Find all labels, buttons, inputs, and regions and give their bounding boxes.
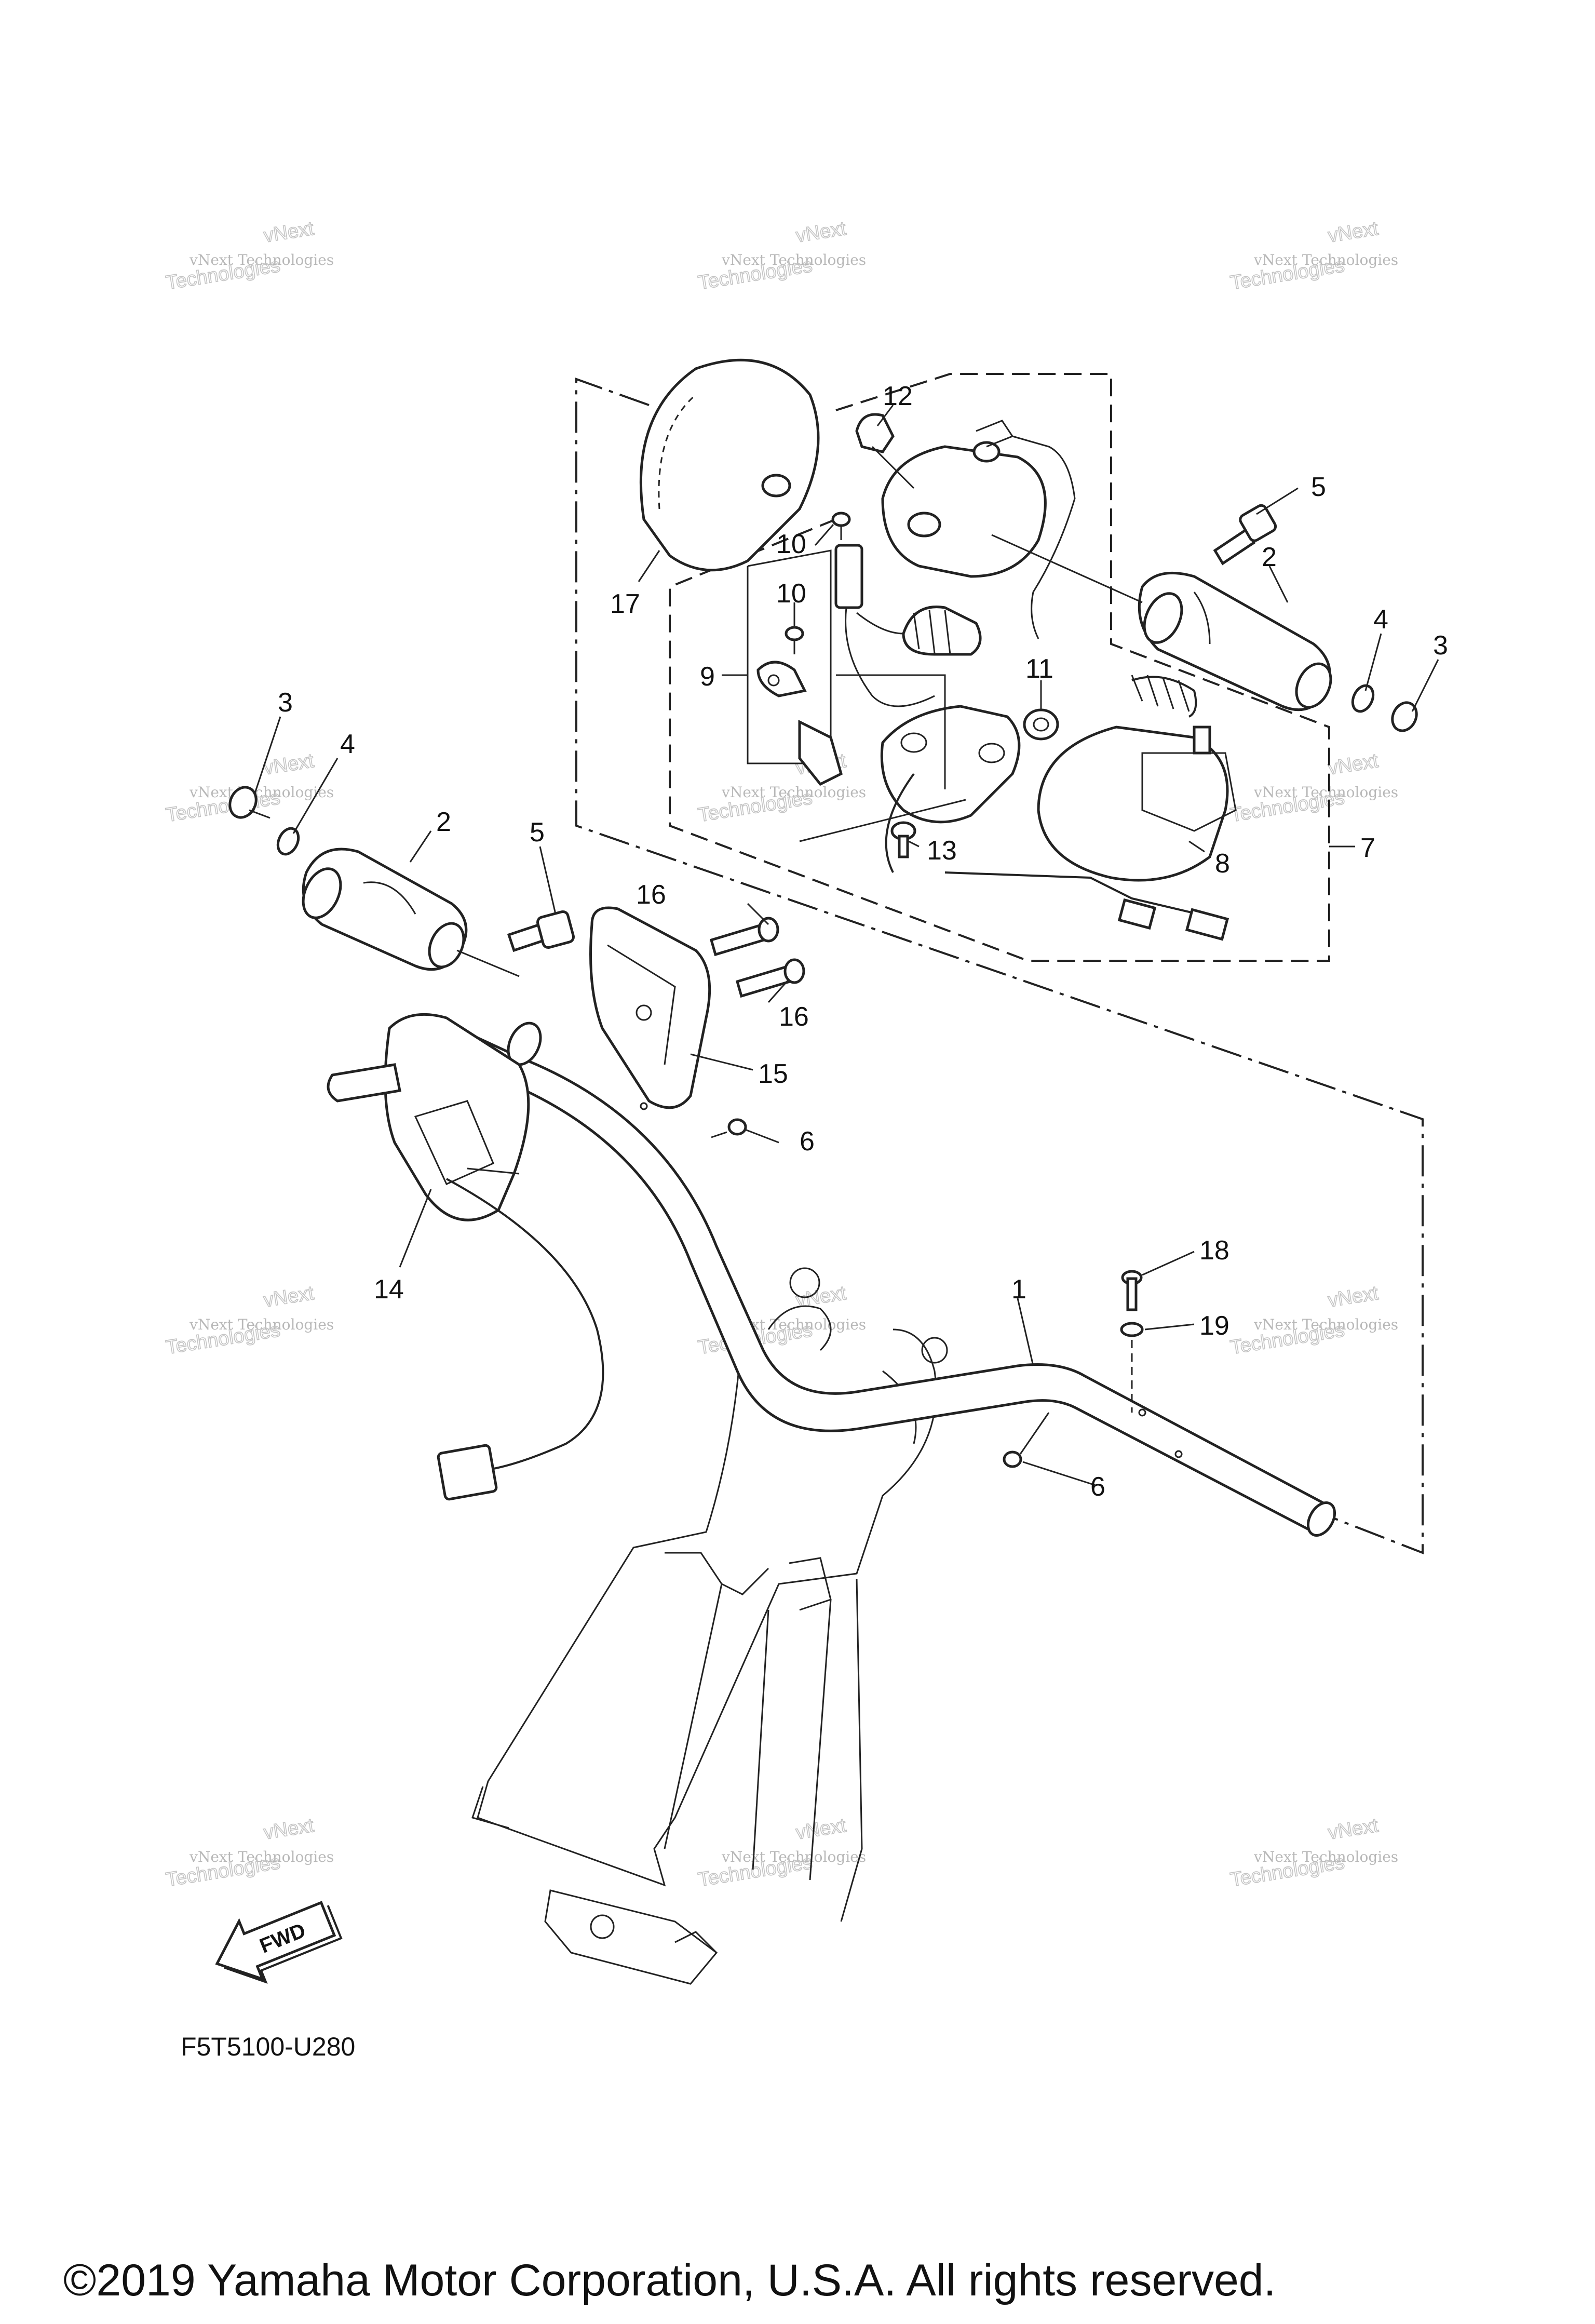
leader-lines <box>253 405 1439 1486</box>
switch-wiring <box>885 773 1229 941</box>
callout-14: 14 <box>374 1274 404 1305</box>
svg-text:vNext: vNext <box>1327 1282 1380 1312</box>
callout-1: 1 <box>1011 1274 1026 1305</box>
right-bar-end-screw <box>1391 701 1418 732</box>
watermark: vNext Technologies Technologies vNext <box>696 749 866 827</box>
svg-text:vNext: vNext <box>262 1282 316 1312</box>
svg-text:vNext: vNext <box>794 218 848 247</box>
clamp-screws <box>709 917 805 998</box>
svg-text:vNext: vNext <box>262 218 316 247</box>
switch-upper-housing <box>881 420 1076 639</box>
right-bar-end-washer <box>1351 684 1375 713</box>
callout-19: 19 <box>1199 1311 1229 1341</box>
callout-17: 17 <box>610 589 640 619</box>
svg-text:vNext Technologies: vNext Technologies <box>189 784 334 801</box>
callout-5-left: 5 <box>530 817 545 848</box>
svg-text:vNext: vNext <box>1327 1815 1380 1844</box>
watermark: vNext Technologies Technologies vNext <box>696 1814 866 1891</box>
svg-text:vNext Technologies: vNext Technologies <box>189 1316 334 1333</box>
fwd-arrow-icon <box>215 1901 336 1981</box>
right-bolt <box>1213 504 1277 566</box>
watermark: vNext Technologies Technologies vNext <box>164 1282 334 1359</box>
collar-11 <box>1023 708 1059 741</box>
screw-13 <box>890 821 916 858</box>
switch-spring-assembly <box>856 606 982 656</box>
switch-base-plate <box>799 674 1021 842</box>
callout-10-lower: 10 <box>776 579 806 609</box>
svg-text:vNext: vNext <box>262 750 316 780</box>
callout-10-upper: 10 <box>776 529 806 559</box>
callout-5-right: 5 <box>1311 472 1326 502</box>
callout-9: 9 <box>700 662 715 692</box>
switch-screws-10 <box>785 512 851 654</box>
callout-7: 7 <box>1360 833 1375 863</box>
callout-labels: 1 2 2 3 3 4 4 5 5 6 6 7 8 9 10 10 11 12 … <box>278 381 1448 1502</box>
top-screw <box>1121 1270 1143 1311</box>
spring <box>1131 675 1197 718</box>
top-washer <box>1120 1322 1144 1413</box>
svg-text:vNext Technologies: vNext Technologies <box>189 251 334 268</box>
callout-2-right: 2 <box>1262 542 1277 572</box>
switch-assembly-9 <box>747 544 935 786</box>
watermark: vNext Technologies Technologies vNext <box>164 1814 334 1891</box>
svg-text:vNext Technologies: vNext Technologies <box>721 1848 866 1865</box>
svg-text:vNext: vNext <box>262 1815 316 1844</box>
push-button <box>855 413 915 489</box>
copyright-notice: ©2019 Yamaha Motor Corporation, U.S.A. A… <box>63 2255 1276 2305</box>
right-grip <box>991 534 1332 711</box>
handlebar <box>444 1022 1336 1537</box>
callout-13: 13 <box>927 836 957 866</box>
left-bar-end-washer <box>276 827 300 856</box>
handlebar-screws <box>711 1118 1050 1468</box>
callout-6-upper: 6 <box>800 1126 815 1157</box>
cable-clamp-bracket <box>589 906 711 1109</box>
callout-2-left: 2 <box>436 807 451 837</box>
fwd-arrow: FWD <box>215 1901 343 1984</box>
svg-text:vNext Technologies: vNext Technologies <box>1253 1316 1398 1333</box>
svg-text:vNext Technologies: vNext Technologies <box>721 784 866 801</box>
left-grip <box>302 848 520 977</box>
callout-16-lower: 16 <box>779 1002 809 1032</box>
left-bolt <box>507 910 575 952</box>
svg-text:vNext Technologies: vNext Technologies <box>1253 251 1398 268</box>
callout-3-left: 3 <box>278 688 293 718</box>
svg-text:vNext Technologies: vNext Technologies <box>721 251 866 268</box>
callout-11: 11 <box>1025 654 1053 684</box>
steering-column-frame <box>471 1267 948 1985</box>
callout-12: 12 <box>883 381 913 411</box>
callout-3-right: 3 <box>1433 630 1448 661</box>
diagram-code: F5T5100-U280 <box>181 2032 355 2061</box>
left-bar-end-screw <box>228 786 271 819</box>
lower-housing-8 <box>1037 726 1237 882</box>
svg-text:vNext Technologies: vNext Technologies <box>1253 1848 1398 1865</box>
switch-cover <box>639 358 820 572</box>
callout-16-upper: 16 <box>636 880 666 910</box>
svg-text:vNext Technologies: vNext Technologies <box>189 1848 334 1865</box>
svg-text:vNext: vNext <box>794 1815 848 1844</box>
callout-4-left: 4 <box>340 729 355 759</box>
left-switch-housing <box>327 1013 604 1501</box>
watermark: vNext Technologies Technologies vNext <box>1228 749 1398 827</box>
callout-18: 18 <box>1199 1235 1229 1266</box>
watermark: vNext Technologies Technologies vNext <box>1228 1282 1398 1359</box>
callout-15: 15 <box>758 1059 788 1089</box>
svg-text:vNext Technologies: vNext Technologies <box>1253 784 1398 801</box>
watermark: vNext Technologies Technologies vNext <box>1228 1814 1398 1891</box>
watermark: vNext Technologies Technologies vNext <box>696 217 866 294</box>
assembly-boundary <box>575 373 1424 1554</box>
svg-text:vNext: vNext <box>1327 750 1380 780</box>
svg-text:vNext: vNext <box>1327 218 1380 247</box>
watermark: vNext Technologies Technologies vNext <box>164 217 334 294</box>
watermark: vNext Technologies Technologies vNext <box>1228 217 1398 294</box>
callout-6-lower: 6 <box>1090 1472 1105 1502</box>
callout-8: 8 <box>1215 849 1230 879</box>
callout-4-right: 4 <box>1373 604 1388 635</box>
